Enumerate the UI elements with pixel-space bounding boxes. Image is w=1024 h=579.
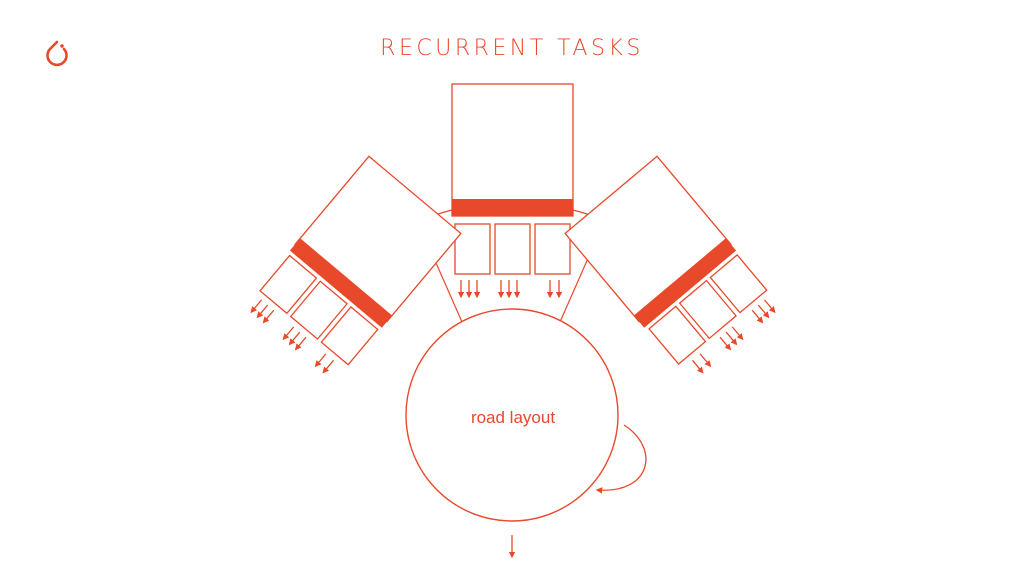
- output-arrows: [457, 280, 563, 299]
- sub-box: [534, 223, 571, 275]
- center-node-label: road layout: [471, 408, 555, 427]
- sub-box: [648, 305, 707, 365]
- output-arrows: [691, 299, 776, 374]
- output-arrows: [250, 299, 335, 374]
- task-module-left: [250, 155, 462, 374]
- sub-box: [320, 306, 379, 366]
- self-loop-arrow: [595, 424, 647, 494]
- task-module-center: [451, 83, 574, 299]
- pytorch-flame-icon: [46, 40, 68, 67]
- sub-box: [289, 280, 348, 340]
- sub-box: [709, 253, 768, 314]
- sub-box: [259, 254, 318, 315]
- sub-box: [454, 223, 491, 275]
- sub-box: [494, 223, 531, 275]
- center-node: road layout: [405, 308, 619, 522]
- sub-box: [678, 279, 737, 340]
- task-module-right: [564, 155, 776, 374]
- slide-title: RECURRENT TASKS: [380, 36, 644, 61]
